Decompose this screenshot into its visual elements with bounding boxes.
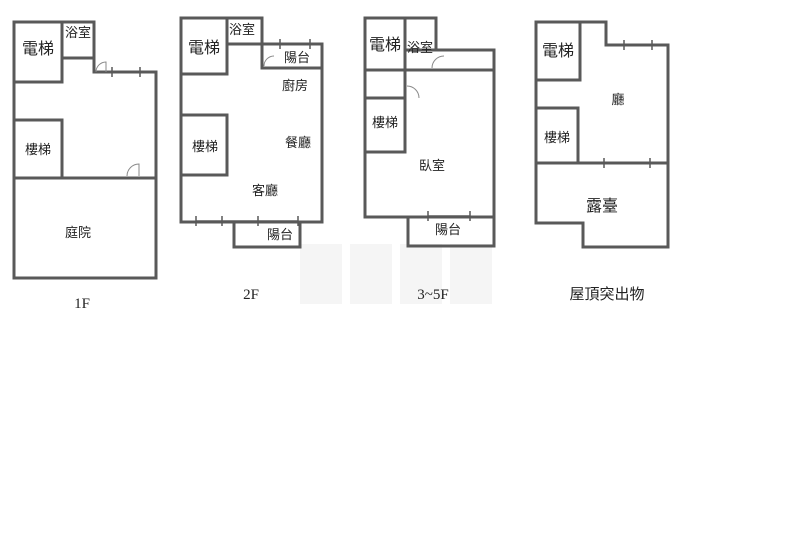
window-2f-bottom (195, 216, 299, 226)
door-arc (431, 55, 445, 69)
stairs-room-3-5f (363, 96, 407, 154)
room-label-elevator: 電梯 (542, 41, 574, 60)
stairs-room-roof (534, 106, 580, 165)
window-roof-top (623, 40, 653, 50)
bathroom-room-1f (62, 20, 96, 60)
floor-caption-1f: 1F (74, 296, 90, 312)
floor-plan-1f: 電梯 浴室 樓梯 庭院 1F (12, 20, 158, 312)
room-label-kitchen: 廚房 (282, 78, 308, 94)
outer-wall-3-5f (363, 16, 496, 219)
balcony-wall-top-2f (260, 44, 322, 70)
outer-wall-1f (12, 58, 158, 280)
window-2f-top (279, 39, 311, 49)
room-label-bathroom: 浴室 (65, 25, 91, 41)
room-label-stairs: 樓梯 (544, 131, 570, 146)
room-label-elevator: 電梯 (369, 35, 401, 54)
floor-plan-2f: 電梯 浴室 陽台 廚房 樓梯 餐廳 客廳 陽台 2F (179, 16, 324, 303)
room-label-courtyard: 庭院 (65, 225, 91, 241)
door-arc (406, 85, 420, 99)
outer-wall-roof (534, 20, 670, 249)
room-label-elevator: 電梯 (22, 39, 54, 58)
room-label-balcony-top: 陽台 (284, 51, 310, 66)
room-label-bathroom: 浴室 (407, 40, 433, 56)
window-3-5f (427, 211, 471, 221)
elevator-room-roof (534, 20, 582, 82)
window-roof-middle (603, 158, 651, 168)
room-label-stairs: 樓梯 (192, 140, 218, 155)
watermark (300, 244, 492, 304)
elevator-room-2f (179, 16, 229, 76)
door-arc (126, 163, 140, 177)
room-label-dining: 餐廳 (285, 135, 311, 151)
floor-plan-3-5f: 電梯 浴室 樓梯 臥室 陽台 3~5F (363, 16, 496, 303)
room-label-stairs: 樓梯 (372, 116, 398, 131)
room-label-balcony-bottom: 陽台 (267, 228, 293, 243)
balcony-3-5f (406, 217, 496, 248)
floor-plan-roof: 電梯 廳 樓梯 露臺 屋頂突出物 (534, 20, 670, 303)
room-label-hall: 廳 (611, 92, 624, 108)
door-arc (263, 55, 275, 67)
elevator-room-1f (12, 20, 64, 84)
balcony-bottom-2f (232, 222, 302, 249)
room-label-living: 客廳 (252, 183, 278, 199)
room-label-bathroom: 浴室 (229, 22, 255, 38)
window-1f (111, 67, 141, 77)
outer-wall-2f (179, 16, 324, 224)
floor-caption-2f: 2F (243, 287, 259, 303)
room-label-elevator: 電梯 (188, 38, 220, 57)
stairs-room-2f (179, 113, 229, 177)
room-label-stairs: 樓梯 (25, 143, 51, 158)
floor-caption-3-5f: 3~5F (417, 287, 448, 303)
floor-caption-roof: 屋頂突出物 (569, 286, 644, 303)
room-label-bedroom: 臥室 (419, 158, 445, 174)
room-label-terrace: 露臺 (586, 196, 618, 215)
elevator-room-3-5f (363, 16, 407, 72)
room-label-balcony: 陽台 (435, 223, 461, 238)
door-arc (95, 61, 107, 73)
